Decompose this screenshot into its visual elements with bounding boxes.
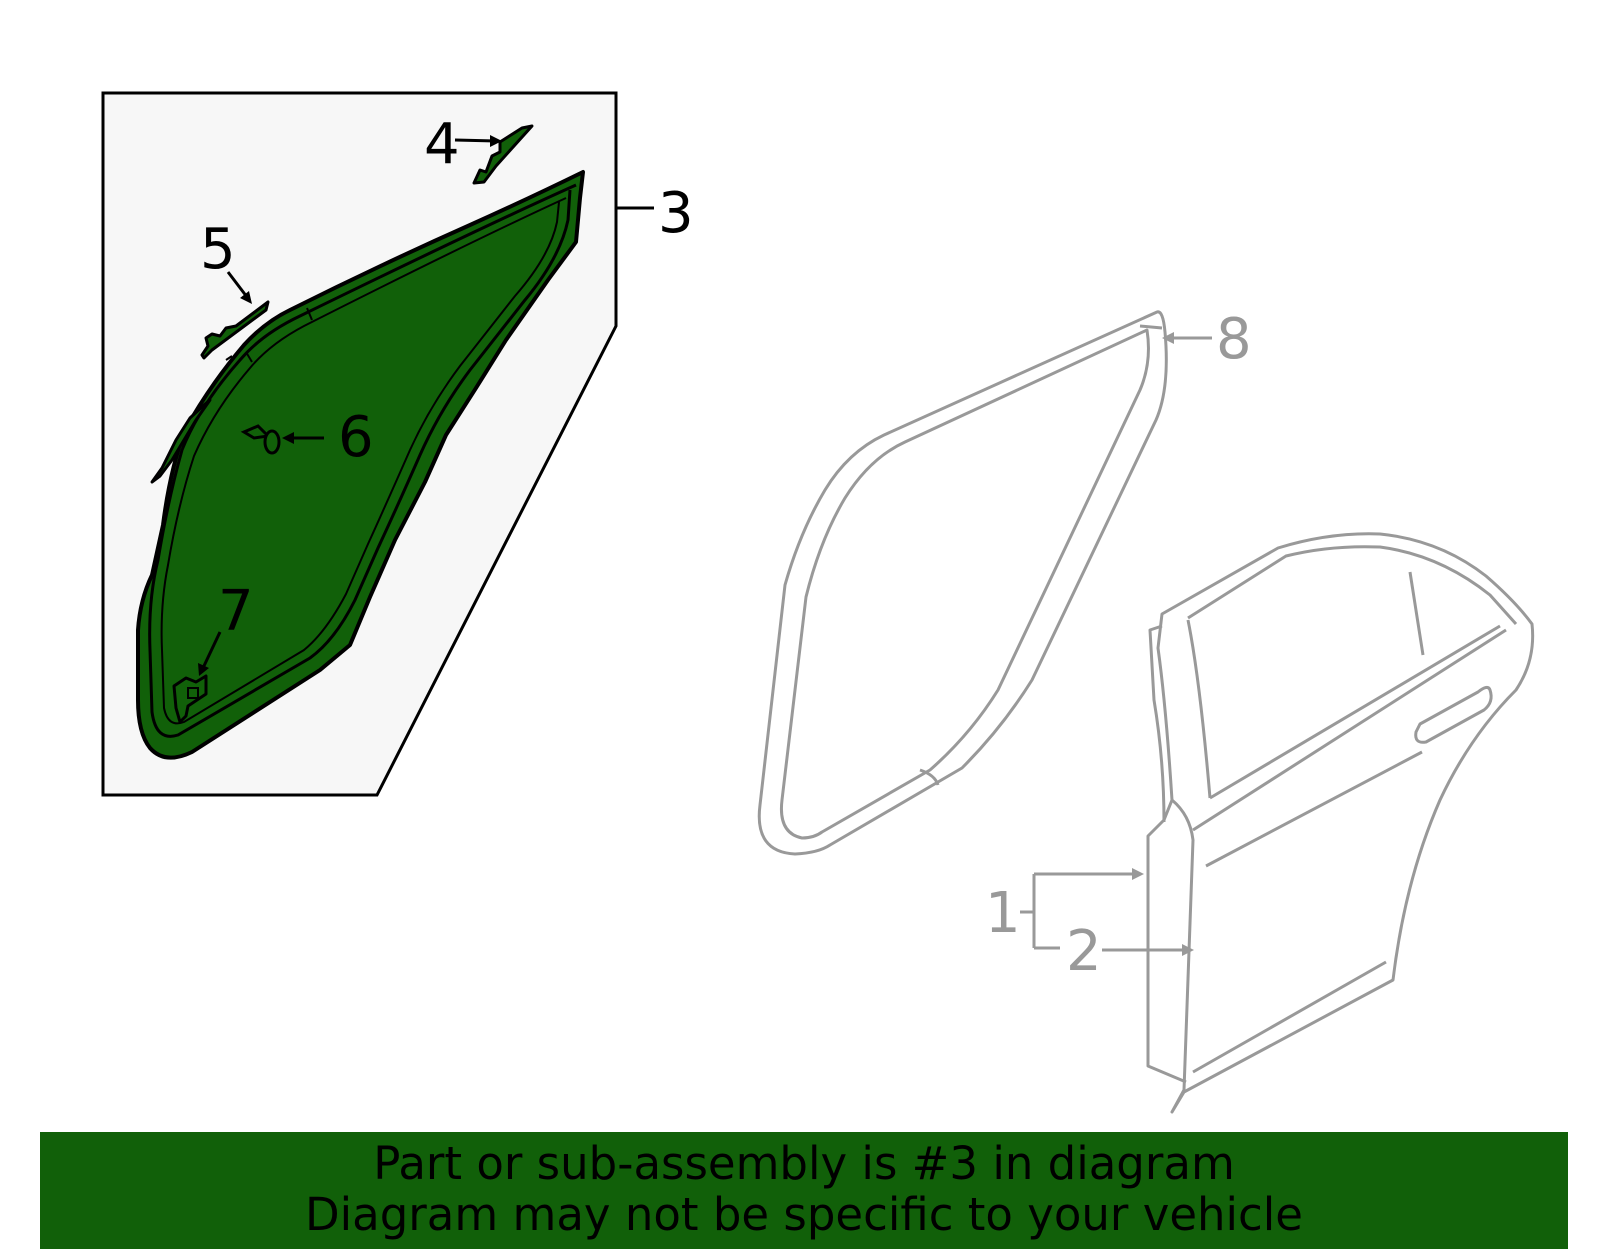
weatherstrip-part-8: [757, 310, 1168, 856]
callout-5: 5: [200, 217, 236, 282]
callout-8: 8: [1216, 307, 1252, 372]
weatherstrip-inner-line-b: [160, 197, 567, 725]
moulding-part-5[interactable]: [200, 300, 270, 360]
callout-7: 7: [218, 579, 254, 644]
banner-line-2: Diagram may not be specific to your vehi…: [305, 1188, 1303, 1241]
door-shell: [1146, 532, 1535, 1114]
info-banner: Part or sub-assembly is #3 in diagram Di…: [40, 1132, 1568, 1249]
clip-part-7[interactable]: [172, 674, 208, 724]
banner-line-1: Part or sub-assembly is #3 in diagram: [373, 1137, 1235, 1190]
callout-2: 2: [1066, 919, 1102, 984]
callout-6: 6: [338, 405, 374, 470]
callout-3: 3: [658, 181, 694, 246]
weatherstrip-inner-line-a: [148, 183, 577, 738]
leader-lines-grey: [1020, 332, 1212, 956]
callout-4: 4: [424, 112, 460, 177]
fastener-part-6[interactable]: [240, 424, 281, 455]
leader-lines-dark: [198, 135, 654, 676]
callout-1: 1: [985, 881, 1021, 946]
moulding-lower-strip: [150, 398, 212, 484]
